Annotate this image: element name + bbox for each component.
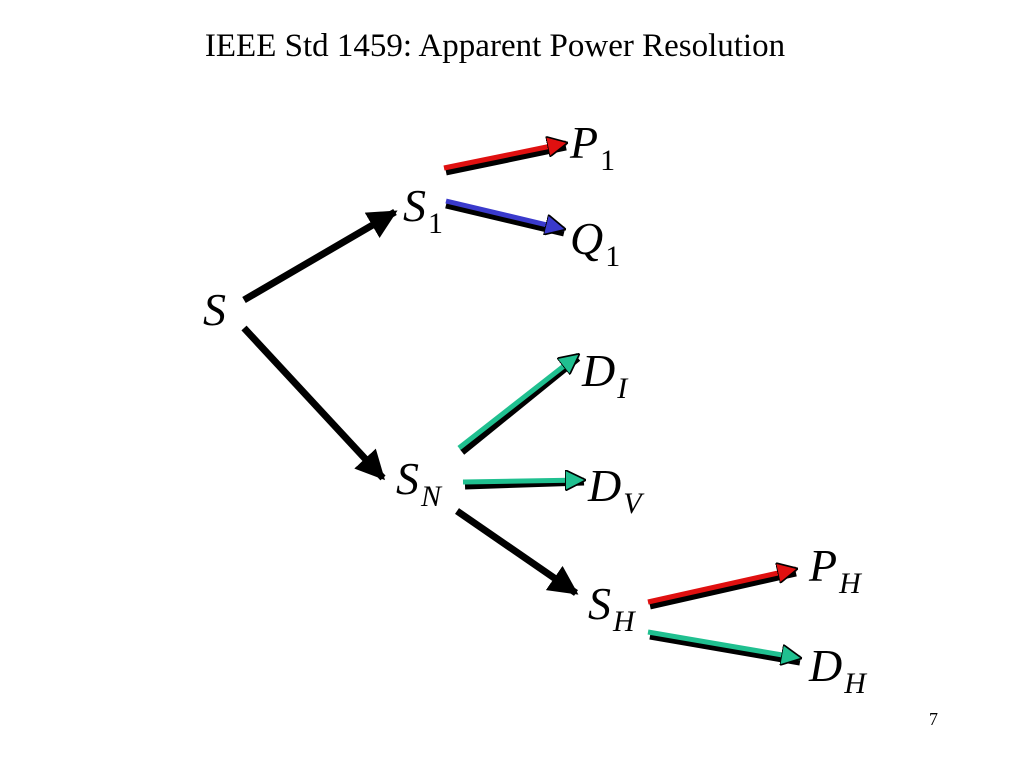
arrow-sh-to-ph-shadow bbox=[649, 569, 797, 610]
arrow-sn-to-di bbox=[457, 355, 578, 450]
node-sn: SN bbox=[396, 453, 442, 513]
arrow-sn-to-sh bbox=[455, 508, 579, 596]
arrow-sh-to-dh bbox=[647, 629, 800, 658]
node-s: S bbox=[203, 284, 226, 335]
node-dv: DV bbox=[588, 460, 642, 520]
page-number: 7 bbox=[929, 709, 938, 729]
slide-title: IEEE Std 1459: Apparent Power Resolution bbox=[204, 28, 786, 64]
node-s1: S1 bbox=[403, 180, 443, 240]
arrow-s-to-sn bbox=[241, 325, 386, 481]
node-dh: DH bbox=[809, 640, 866, 700]
node-ph: PH bbox=[809, 540, 861, 600]
node-di: DI bbox=[582, 345, 628, 405]
arrow-sh-to-dh-shadow bbox=[649, 632, 801, 666]
arrow-s-to-s1 bbox=[242, 208, 398, 304]
arrow-s1-to-q1 bbox=[445, 198, 564, 229]
arrow-sn-to-dv bbox=[462, 480, 584, 482]
arrow-s1-to-p1 bbox=[443, 143, 566, 171]
arrow-s1-to-q1-shadow bbox=[445, 201, 565, 237]
node-p1: P1 bbox=[570, 117, 616, 177]
arrow-sh-to-ph bbox=[647, 569, 796, 605]
arrow-sn-to-di-shadow bbox=[459, 355, 581, 455]
arrow-s1-to-p1-shadow bbox=[445, 143, 567, 176]
node-sh: SH bbox=[588, 578, 635, 638]
node-q1: Q1 bbox=[570, 213, 621, 273]
